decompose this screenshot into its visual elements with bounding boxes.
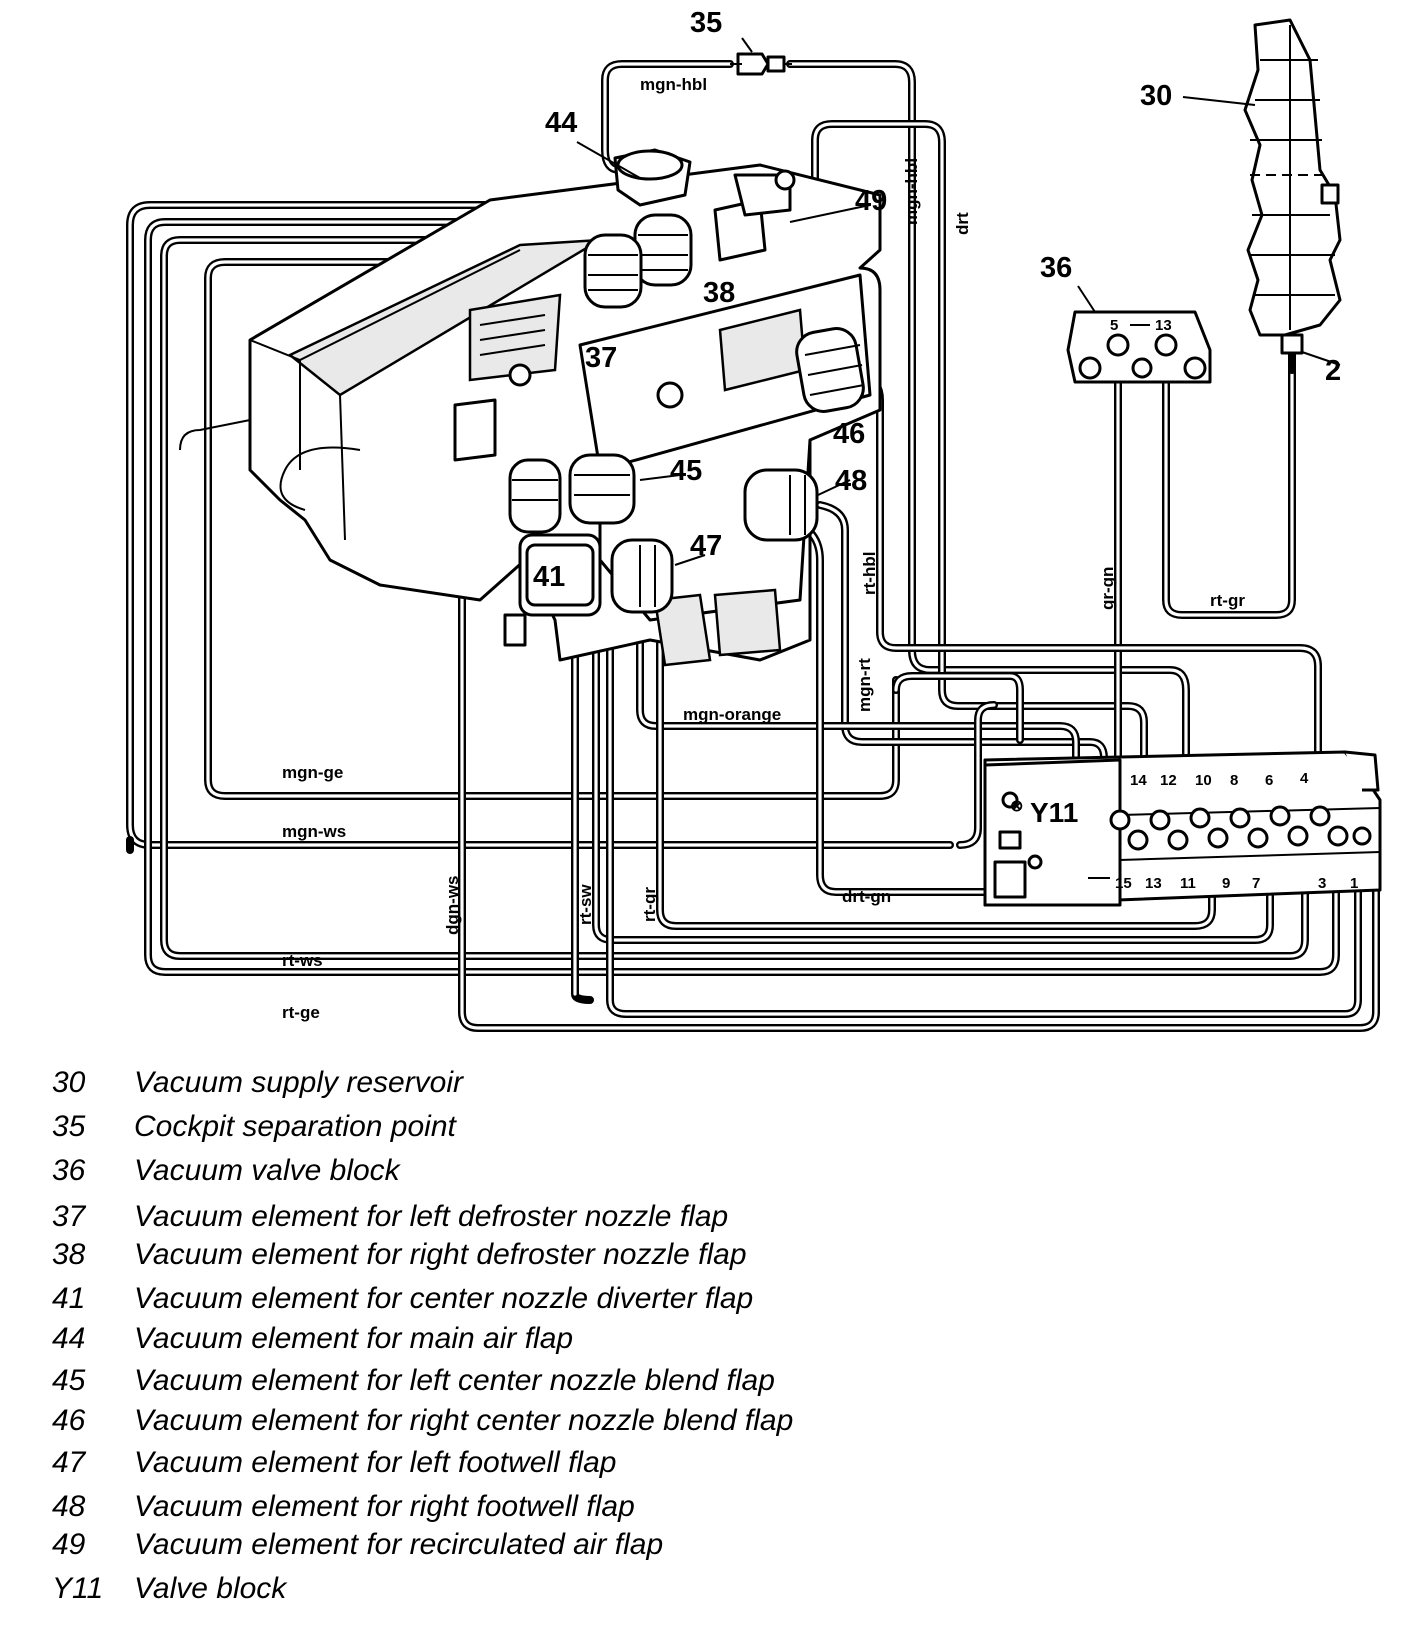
hose-label-gr-gn: gr-gn [1098, 567, 1117, 610]
legend-item-text: Vacuum element for main air flap [134, 1322, 574, 1355]
valve-block-labels: ⊗ Y11 14 12 10 8 6 4 15 13 11 9 7 3 1 5 … [1010, 317, 1358, 892]
callout-30: 30 [1140, 80, 1172, 112]
hose-label-mgn-ge: mgn-ge [282, 763, 343, 782]
callout-36: 36 [1040, 252, 1072, 284]
vacuum-hoses [126, 60, 1380, 1032]
legend-item-number: 38 [52, 1238, 86, 1271]
hose-label-dgn-ws: dgn-ws [443, 876, 462, 936]
Y11-port-1: 1 [1350, 875, 1358, 892]
element-41-body [518, 533, 602, 617]
Y11-port-7: 7 [1252, 875, 1260, 892]
Y11-top-port-nipples [1109, 805, 1331, 831]
climate-housing [179, 163, 882, 667]
hose-label-rt-gr-right: rt-gr [1210, 591, 1245, 610]
legend-item-number: 46 [52, 1404, 86, 1437]
legend-item-text: Vacuum valve block [134, 1154, 400, 1187]
element-38-stack [633, 213, 693, 287]
Y11-port-8: 8 [1230, 772, 1238, 789]
callout-38: 38 [703, 277, 735, 309]
legend-item-number: Y11 [52, 1572, 104, 1605]
Y11-port-4: 4 [1300, 770, 1309, 787]
hose-label-mgn-hbl-side: mgn-hbl [902, 158, 921, 225]
legend-item-number: 37 [52, 1200, 86, 1233]
legend-item-number: 49 [52, 1528, 86, 1561]
hose-label-mgn-hbl-top: mgn-hbl [640, 75, 707, 94]
callout-44: 44 [545, 107, 577, 139]
callout-2: 2 [1325, 355, 1341, 387]
legend-item-number: 41 [52, 1282, 86, 1315]
legend-item-text: Vacuum element for right footwell flap [134, 1490, 635, 1523]
Y11-port-6: 6 [1265, 772, 1273, 789]
element-47-body [610, 538, 674, 614]
hose-label-mgn-orange: mgn-orange [683, 705, 781, 724]
element-37-stack [583, 233, 643, 309]
Y11-port-13: 13 [1145, 875, 1162, 892]
Y11-port-9: 9 [1222, 875, 1230, 892]
legend-item-text: Vacuum element for left footwell flap [134, 1446, 617, 1479]
Y11-label: Y11 [1030, 797, 1078, 828]
valve-block-Y11 [983, 750, 1382, 907]
Y11-mount-symbol: ⊗ [1010, 798, 1023, 815]
callout-49: 49 [855, 185, 887, 217]
callout-35: 35 [690, 7, 722, 39]
cockpit-separation-connector [730, 52, 792, 76]
hose-label-rt-ge: rt-ge [282, 1003, 320, 1022]
vacuum-valve-block [1066, 310, 1212, 384]
element-48-body [743, 468, 819, 542]
callout-37: 37 [585, 342, 617, 374]
legend-item-number: 35 [52, 1110, 86, 1143]
valve-36-port-5: 5 [1110, 317, 1118, 334]
element-44-cap [616, 149, 684, 181]
hose-color-codes: mgn-hbl mgn-hbl drt gr-gn rt-gr rt-hbl m… [282, 75, 1245, 1022]
callout-leaders [576, 37, 1341, 566]
valve-36-port-13: 13 [1155, 317, 1172, 334]
Y11-port-3: 3 [1318, 875, 1326, 892]
legend-item-text: Vacuum element for right center nozzle b… [134, 1404, 794, 1437]
Y11-port-10: 10 [1195, 772, 1212, 789]
Y11-port-14: 14 [1130, 772, 1147, 789]
legend-item-number: 47 [52, 1446, 86, 1479]
legend-item-number: 44 [52, 1322, 86, 1355]
vacuum-supply-reservoir [1243, 18, 1342, 355]
legend-item-text: Vacuum element for right defroster nozzl… [134, 1238, 747, 1271]
hose-label-rt-gr-left: rt-gr [640, 887, 659, 922]
element-46-body [795, 327, 865, 413]
legend-item-number: 36 [52, 1154, 86, 1187]
legend-item-number: 30 [52, 1066, 86, 1099]
legend-item-text: Valve block [134, 1572, 287, 1605]
hose-label-rt-ws: rt-ws [282, 951, 323, 970]
vacuum-system-diagram: 35 30 44 49 36 38 37 2 46 45 48 47 41 mg… [126, 7, 1382, 1032]
legend-item-text: Vacuum element for center nozzle diverte… [134, 1282, 754, 1315]
hose-label-mgn-ws: mgn-ws [282, 822, 346, 841]
Y11-port-11: 11 [1180, 875, 1196, 892]
legend-item-number: 45 [52, 1364, 86, 1397]
hose-label-drt-gn: drt-gn [842, 887, 891, 906]
callout-46: 46 [833, 418, 865, 450]
legend-item-text: Vacuum supply reservoir [134, 1066, 464, 1099]
callout-41: 41 [533, 561, 565, 593]
element-45-body [508, 453, 636, 534]
vacuum-elements [508, 148, 865, 617]
Y11-port-15: 15 [1115, 875, 1132, 892]
legend-item-text: Vacuum element for left center nozzle bl… [134, 1364, 775, 1397]
element-49-body [713, 169, 796, 262]
legend-item-text: Vacuum element for left defroster nozzle… [134, 1200, 729, 1233]
hose-label-rt-hbl: rt-hbl [860, 552, 879, 595]
callout-48: 48 [835, 465, 867, 497]
hose-label-rt-sw: rt-sw [576, 884, 595, 925]
legend-item-number: 48 [52, 1490, 86, 1523]
callout-45: 45 [670, 455, 702, 487]
Y11-bottom-port-nipples [1127, 825, 1372, 851]
hose-label-drt: drt [953, 212, 972, 235]
hose-label-mgn-rt: mgn-rt [855, 658, 874, 712]
legend-item-text: Cockpit separation point [134, 1110, 456, 1143]
legend-item-text: Vacuum element for recirculated air flap [134, 1528, 664, 1561]
callout-47: 47 [690, 530, 722, 562]
Y11-port-12: 12 [1160, 772, 1177, 789]
part-callouts: 35 30 44 49 36 38 37 2 46 45 48 47 41 [533, 7, 1341, 593]
